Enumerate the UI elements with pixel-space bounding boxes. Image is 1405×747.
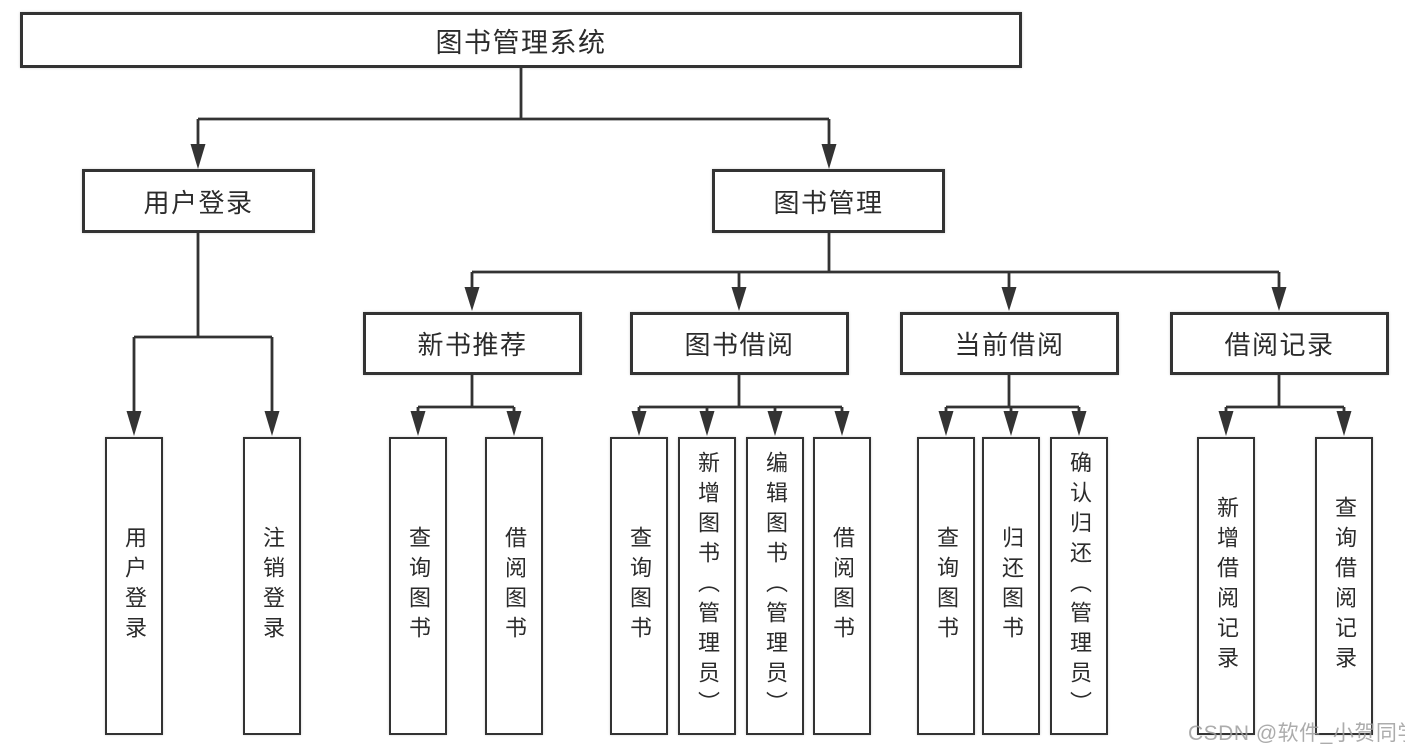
node-new-book-recommendation: 新书推荐 [363,312,582,375]
node-query-borrow-record: 查询借阅记录 [1315,437,1373,735]
node-confirm-return-admin: 确认归还（管理员） [1050,437,1108,735]
csdn-watermark: CSDN @软件_小贺同学 [1188,722,1405,745]
node-query-books-borrowing: 查询图书 [610,437,668,735]
node-label: 借阅图书 [830,526,855,646]
node-book-borrowing: 图书借阅 [630,312,849,375]
node-edit-books-admin: 编辑图书（管理员） [746,437,804,735]
node-add-borrow-record: 新增借阅记录 [1197,437,1255,735]
node-book-management: 图书管理 [712,169,945,233]
arrowheads [126,144,1352,436]
node-borrow-books-recommend: 借阅图书 [485,437,543,735]
node-label: 用户登录 [122,526,147,646]
node-label: 新增借阅记录 [1214,496,1239,676]
node-add-books-admin: 新增图书（管理员） [678,437,736,735]
node-label: 新增图书（管理员） [695,451,720,721]
node-label: 查询图书 [627,526,652,646]
node-logout: 注销登录 [243,437,301,735]
node-borrowing-records: 借阅记录 [1170,312,1389,375]
node-borrow-books-borrowing: 借阅图书 [813,437,871,735]
node-label: 查询图书 [934,526,959,646]
node-label: 归还图书 [999,526,1024,646]
node-label: 注销登录 [260,526,285,646]
node-user-login: 用户登录 [82,169,315,233]
node-user-login-leaf: 用户登录 [105,437,163,735]
node-label: 查询借阅记录 [1332,496,1357,676]
node-label: 编辑图书（管理员） [763,451,788,721]
node-label: 确认归还（管理员） [1067,451,1092,721]
node-label: 借阅图书 [502,526,527,646]
connector-strokes [132,68,1346,413]
node-return-books: 归还图书 [982,437,1040,735]
node-query-books-current: 查询图书 [917,437,975,735]
node-query-books-recommend: 查询图书 [389,437,447,735]
node-label: 查询图书 [406,526,431,646]
node-library-management-system: 图书管理系统 [20,12,1022,68]
node-current-borrowing: 当前借阅 [900,312,1119,375]
